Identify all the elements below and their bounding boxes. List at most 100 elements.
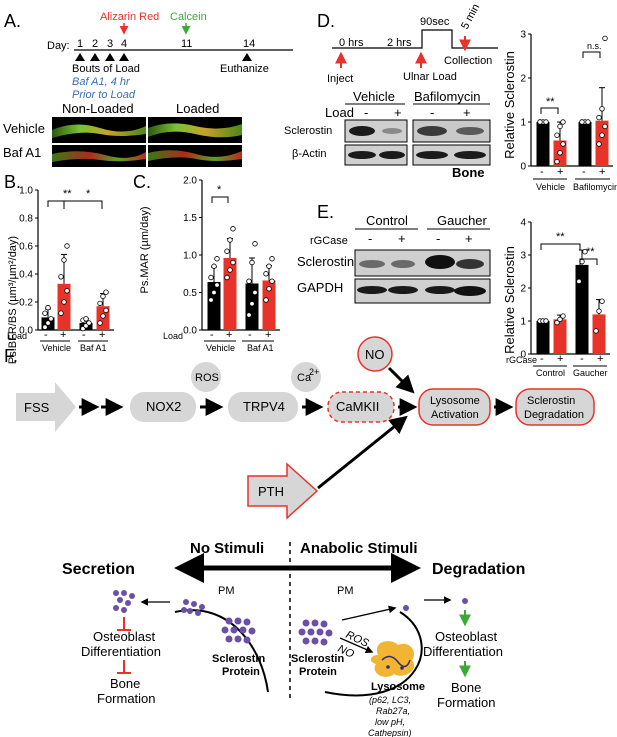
b-ytick-label: 0.6 [19,242,33,253]
vesicle-dot-right [403,605,409,611]
c-sig-1: * [217,184,222,196]
d-sig-1: ** [546,96,555,108]
e-point [543,318,549,324]
d-bar [536,122,550,166]
d-point [602,35,608,42]
bone-left-1: Bone [110,676,140,691]
d-ytick-label: 1 [520,118,526,129]
euthanize-triangle [242,53,252,61]
d-blot-baf-actin [412,144,491,166]
b-load-label: Load [7,331,27,341]
c-sign-1: - [210,329,214,341]
e-csign-2: + [557,353,563,365]
b-point [64,243,70,249]
secreted-sclerostin-cluster [113,590,135,613]
day-4: 4 [121,38,127,50]
nox2-label: NOX2 [146,399,181,414]
degradation-label: Degradation [432,561,525,578]
e-sign-4: + [465,231,473,246]
e-bar [536,321,550,354]
b-ytick-label: 0.2 [19,298,33,309]
c-sign-2: + [226,329,232,341]
panel-b-letter: B. [4,172,21,192]
c-point [208,297,214,303]
c-point [269,278,275,284]
d-sign-2: + [394,105,402,120]
b-point [103,307,109,314]
panel-d: D. 0 hrs 2 hrs 90sec 5 min Inject Ulnar … [284,2,617,192]
trpv4-label: TRPV4 [243,399,285,414]
c-point [246,312,252,318]
c-sign-3: - [248,329,252,341]
day-3: 3 [107,38,113,50]
e-bracket-1 [540,243,581,250]
c-bar [262,280,276,330]
c-group-baf: Baf A1 [247,343,274,353]
b-point [97,320,103,326]
no-circle [357,336,393,372]
c-bracket-1 [211,196,229,203]
e-rgc-label: rGCase [310,235,348,247]
b-ytick-label: 0.0 [19,326,33,337]
c-point [249,259,255,266]
d-ytick-label: 0 [520,162,526,173]
d-csign-3: - [582,166,586,178]
scl-protein-left-2: Protein [222,666,260,678]
c-ytick-label: 1.0 [183,251,197,262]
c-sign-4: + [265,329,271,341]
c-point [263,297,269,303]
c-point [252,241,258,247]
e-point [560,313,566,319]
d-t90: 90sec [420,16,450,28]
day-2: 2 [92,38,98,50]
chart-b: 0.00.20.40.60.81.0 [19,186,114,337]
day-1: 1 [77,38,83,50]
c-point [211,289,217,296]
c-point [227,237,233,243]
b-bracket-1 [47,200,65,207]
d-bracket-1 [540,107,559,114]
e-point [554,319,560,326]
d-group-vehicle: Vehicle [536,182,565,192]
d-inject: Inject [327,73,353,85]
euthanize-label: Euthanize [220,63,269,75]
c-point [266,286,272,292]
e-group-control: Control [536,368,565,378]
panel-a: A. Day: 1 2 3 4 11 14 Alizarin Red Calce… [3,11,293,167]
d-point [554,132,560,138]
row-baf: Baf A1 [3,145,41,160]
panel-d-letter: D. [317,11,335,31]
calcein-label: Calcein [170,11,207,23]
sclerostin-degradation-box [515,388,595,426]
lyso-act-2: Activation [431,409,479,421]
d-bafilomycin: Bafilomycin [414,89,480,104]
d-point [537,119,543,125]
load-triangle-1 [75,53,85,61]
c-point [252,289,258,296]
e-csign-4: + [597,353,603,365]
osteo-left-2: Differentiation [81,644,161,659]
d-load-label: Load [325,105,354,120]
b-point [48,316,54,322]
alizarin-label: Alizarin Red [100,11,159,23]
d-point [596,141,602,147]
d-point [557,123,563,130]
pm-right: PM [337,585,354,597]
e-ytick-label: 3 [520,251,526,262]
d-point [599,132,605,138]
lyso-act-1: Lysosome [430,395,480,407]
e-gaucher: Gaucher [437,213,488,228]
fss-label: FSS [24,400,50,415]
panel-a-letter: A. [4,11,21,31]
sclerostin-protein-cluster-left [221,617,256,644]
d-sign-4: + [463,105,471,120]
e-ytick-label: 0 [520,350,526,361]
panel-c-letter: C. [133,172,151,192]
row-vehicle: Vehicle [3,121,45,136]
pth-arrow [247,462,319,520]
d-point [602,123,608,130]
d-point [554,158,560,165]
lyso-note-2: Rab27a, [376,706,410,716]
anabolic-label: Anabolic Stimuli [300,540,418,557]
e-point [596,308,602,314]
